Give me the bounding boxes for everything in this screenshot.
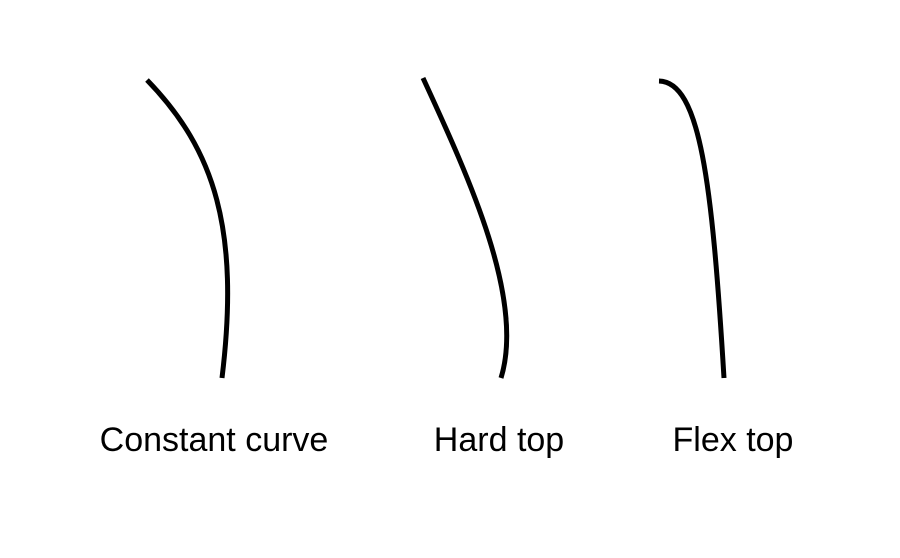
- constant-curve-label: Constant curve: [99, 421, 329, 459]
- hard-top-label: Hard top: [433, 421, 565, 459]
- hard-top-line: [420, 76, 510, 379]
- constant-curve-line: [145, 78, 231, 379]
- flex-top-line: [658, 78, 727, 379]
- flex-top-label: Flex top: [672, 421, 794, 459]
